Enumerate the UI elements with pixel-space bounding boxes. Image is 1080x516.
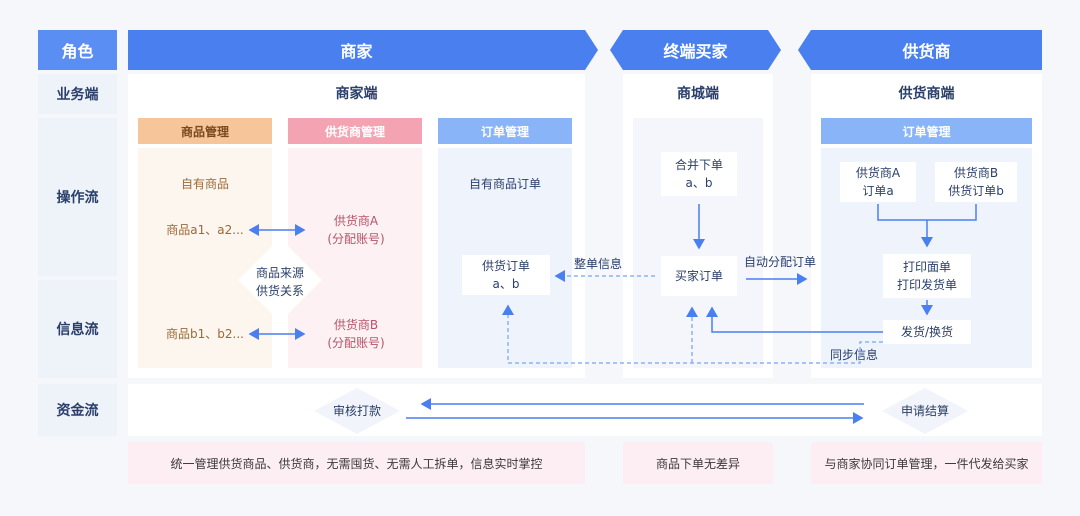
row-label-operation: 操作流: [38, 118, 117, 276]
apply-diamond-shape: [882, 388, 968, 434]
row-label-business: 业务端: [38, 74, 117, 114]
goods-a: 商品a1、a2...: [166, 223, 244, 237]
supplier-mgmt-column: [288, 148, 422, 368]
arrow-sync-info: [502, 304, 883, 364]
relation-diamond: 商品来源 供货关系: [245, 264, 315, 300]
merge-order-line2: a、b: [685, 176, 713, 190]
merchant-header: 商家: [340, 42, 373, 61]
merge-order-line1: 合并下单: [674, 158, 723, 172]
supplier-a-note: (分配账号): [327, 232, 385, 246]
review-payment: 审核打款: [332, 404, 381, 418]
supplier-a-node: 供货商A (分配账号): [310, 212, 402, 248]
role-label: 角色: [61, 42, 94, 61]
supplier-b-name: 供货商B: [333, 318, 379, 332]
goods-b: 商品b1、b2...: [166, 327, 244, 341]
supplier-header-shape: [798, 30, 1042, 70]
supplier-a-name: 供货商A: [333, 214, 379, 228]
supplier-end-title: 供货商端: [898, 86, 955, 102]
print-line1: 打印面单: [902, 260, 951, 274]
relation-line1: 商品来源: [255, 266, 304, 280]
supplier-a-order-node: 供货商A 订单a: [840, 162, 916, 202]
supplier-b-order-line1: 供货商B: [953, 166, 999, 180]
supplier-b-node: 供货商B (分配账号): [310, 316, 402, 352]
supplier-a-order-line1: 供货商A: [855, 166, 901, 180]
supply-order-line2: a、b: [492, 277, 520, 291]
merchant-header-shape: [128, 30, 598, 70]
merchant-end-title: 商家端: [335, 86, 378, 102]
role-header: 角色: [38, 30, 117, 70]
supplier-mgmt-tab: 供货商管理: [288, 118, 422, 144]
buyer-header-shape: [610, 30, 781, 70]
buyer-order-node: 买家订单: [661, 256, 737, 296]
supplier-order-mgmt-tab: 订单管理: [821, 118, 1032, 144]
buyer-end-title: 商城端: [677, 86, 719, 102]
row-label-funds: 资金流: [38, 384, 117, 436]
whole-info-label: 整单信息: [573, 257, 622, 271]
print-node: 打印面单 打印发货单: [883, 254, 971, 298]
row-label-info: 信息流: [38, 280, 117, 378]
supplier-a-order-line2: 订单a: [862, 184, 894, 198]
print-line2: 打印发货单: [896, 278, 957, 292]
supplier-header: 供货商: [902, 42, 951, 61]
auto-assign-label: 自动分配订单: [743, 255, 816, 269]
supply-order-line1: 供货订单: [481, 259, 530, 273]
supplier-b-order-line2: 供货订单b: [948, 184, 1004, 198]
footer-supplier: 与商家协同订单管理，一件代发给买家: [811, 442, 1042, 484]
review-diamond-shape: [314, 388, 400, 434]
supplier-b-note: (分配账号): [327, 336, 385, 350]
supplier-b-order-node: 供货商B 供货订单b: [935, 162, 1017, 202]
footer-merchant: 统一管理供货商品、供货商，无需囤货、无需人工拆单，信息实时掌控: [128, 442, 585, 484]
apply-settlement: 申请结算: [900, 404, 949, 418]
buyer-header: 终端买家: [663, 42, 728, 61]
sync-info-label: 同步信息: [829, 348, 878, 362]
goods-mgmt-tab: 商品管理: [138, 118, 272, 144]
supply-order-node: 供货订单 a、b: [462, 255, 550, 295]
footer-buyer: 商品下单无差异: [623, 442, 773, 484]
arrow-suppliers-to-print: [877, 204, 977, 246]
merge-order-node: 合并下单 a、b: [661, 152, 737, 196]
own-goods: 自有商品: [180, 177, 229, 191]
own-goods-order: 自有商品订单: [468, 177, 541, 191]
order-mgmt-tab: 订单管理: [438, 118, 572, 144]
ship-node: 发货/换货: [883, 320, 971, 344]
arrow-ship-to-buyer-order: [706, 306, 883, 333]
relation-line2: 供货关系: [255, 284, 304, 298]
